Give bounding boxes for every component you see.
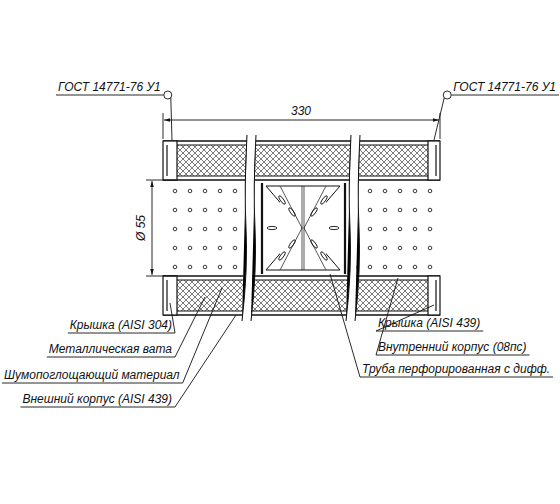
- label-underline: [68, 333, 175, 334]
- break-lines: [242, 135, 360, 321]
- leader-line: [434, 98, 444, 140]
- dimension-text: 330: [291, 104, 311, 118]
- diffuser: [258, 181, 348, 275]
- label-underline: [2, 383, 183, 384]
- wool-top: [177, 145, 428, 176]
- label-underline: [47, 357, 175, 358]
- label-underline: [20, 407, 175, 408]
- perforation: [170, 182, 435, 274]
- part-label: Шумопоглощающий материал: [4, 368, 180, 382]
- part-label: Труба перфорированная с дифф.: [362, 362, 550, 376]
- leader-circle: [443, 91, 451, 99]
- leader-line: [330, 274, 360, 377]
- label-underline: [56, 95, 164, 96]
- label-underline: [376, 355, 530, 356]
- leader-line: [183, 288, 222, 383]
- leader-circle: [164, 91, 172, 99]
- dimension-text: Ø 55: [134, 215, 148, 241]
- leader-line: [175, 315, 236, 407]
- part-label: Металлическая вата: [49, 342, 172, 356]
- standard-note: ГОСТ 14771-76 У1: [58, 80, 161, 94]
- end-caps: [163, 141, 440, 315]
- label-underline: [376, 331, 483, 332]
- label-underline: [360, 377, 553, 378]
- standard-note: ГОСТ 14771-76 У1: [453, 80, 556, 94]
- leader-line: [171, 98, 172, 140]
- shell-lines: [163, 141, 440, 315]
- part-label: Крышка (AISI 304): [70, 318, 172, 332]
- part-label: Внешний корпус (AISI 439): [22, 392, 172, 406]
- part-label: Крышка (AISI 439): [378, 316, 480, 330]
- part-label: Внутренний корпус (08пс): [378, 340, 527, 354]
- leader-line: [175, 297, 205, 357]
- label-underline: [451, 95, 559, 96]
- dimension-diameter: [146, 180, 176, 276]
